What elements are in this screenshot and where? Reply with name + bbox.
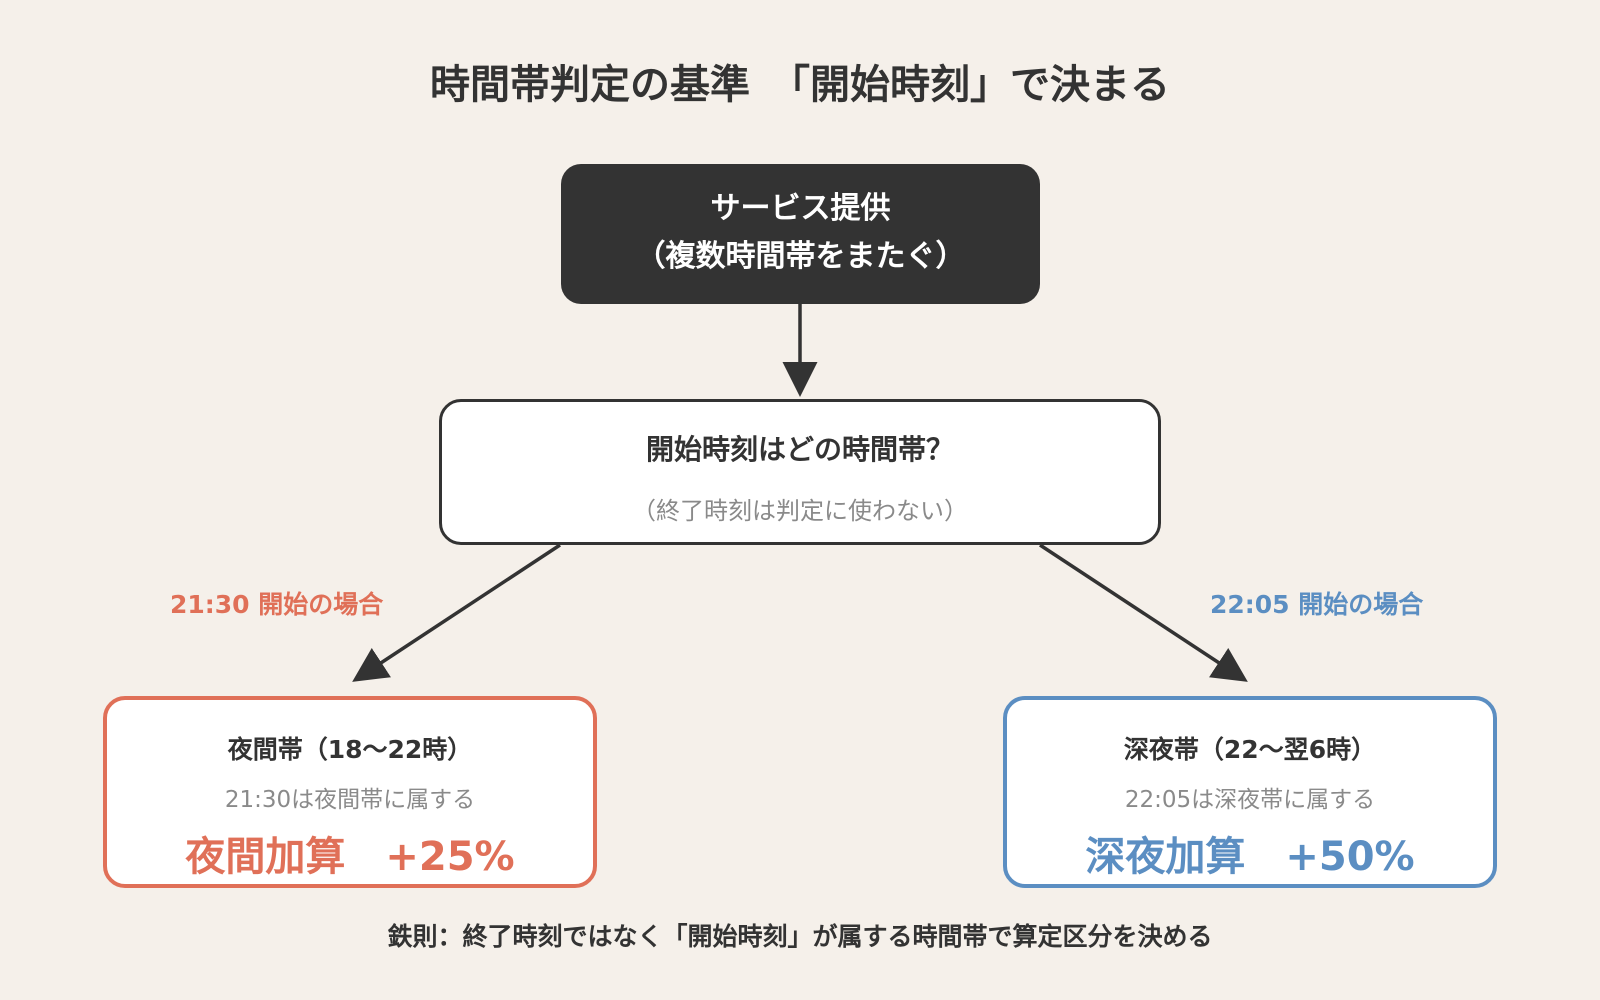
- diagram-title: 時間帯判定の基準 「開始時刻」で決まる: [430, 62, 1170, 108]
- service-box-line2: （複数時間帯をまたぐ）: [635, 239, 966, 274]
- late-night-result-box: 深夜帯（22〜翌6時） 22:05は深夜帯に属する 深夜加算 +50%: [1003, 696, 1497, 888]
- late-night-result-title: 深夜帯（22〜翌6時）: [1123, 735, 1377, 764]
- decision-box: 開始時刻はどの時間帯？ （終了時刻は判定に使わない）: [439, 399, 1161, 545]
- night-result-box: 夜間帯（18〜22時） 21:30は夜間帯に属する 夜間加算 +25%: [103, 696, 597, 888]
- night-result-note: 21:30は夜間帯に属する: [224, 787, 476, 813]
- arrow-question-to-right: [1039, 543, 1248, 682]
- arrow-question-to-left: [352, 543, 561, 682]
- night-result-value: 夜間加算 +25%: [185, 834, 515, 880]
- late-night-result-note: 22:05は深夜帯に属する: [1124, 787, 1376, 813]
- rule-footer: 鉄則：終了時刻ではなく「開始時刻」が属する時間帯で算定区分を決める: [387, 922, 1213, 951]
- service-box-line1: サービス提供: [710, 191, 891, 226]
- right-branch-label: 22:05 開始の場合: [1210, 590, 1424, 619]
- night-result-title: 夜間帯（18〜22時）: [227, 735, 473, 764]
- decision-question: 開始時刻はどの時間帯？: [645, 433, 954, 466]
- service-box: サービス提供 （複数時間帯をまたぐ）: [561, 164, 1040, 304]
- left-branch-label: 21:30 開始の場合: [170, 590, 384, 619]
- decision-note: （終了時刻は判定に使わない）: [632, 497, 968, 525]
- late-night-result-value: 深夜加算 +50%: [1085, 834, 1415, 880]
